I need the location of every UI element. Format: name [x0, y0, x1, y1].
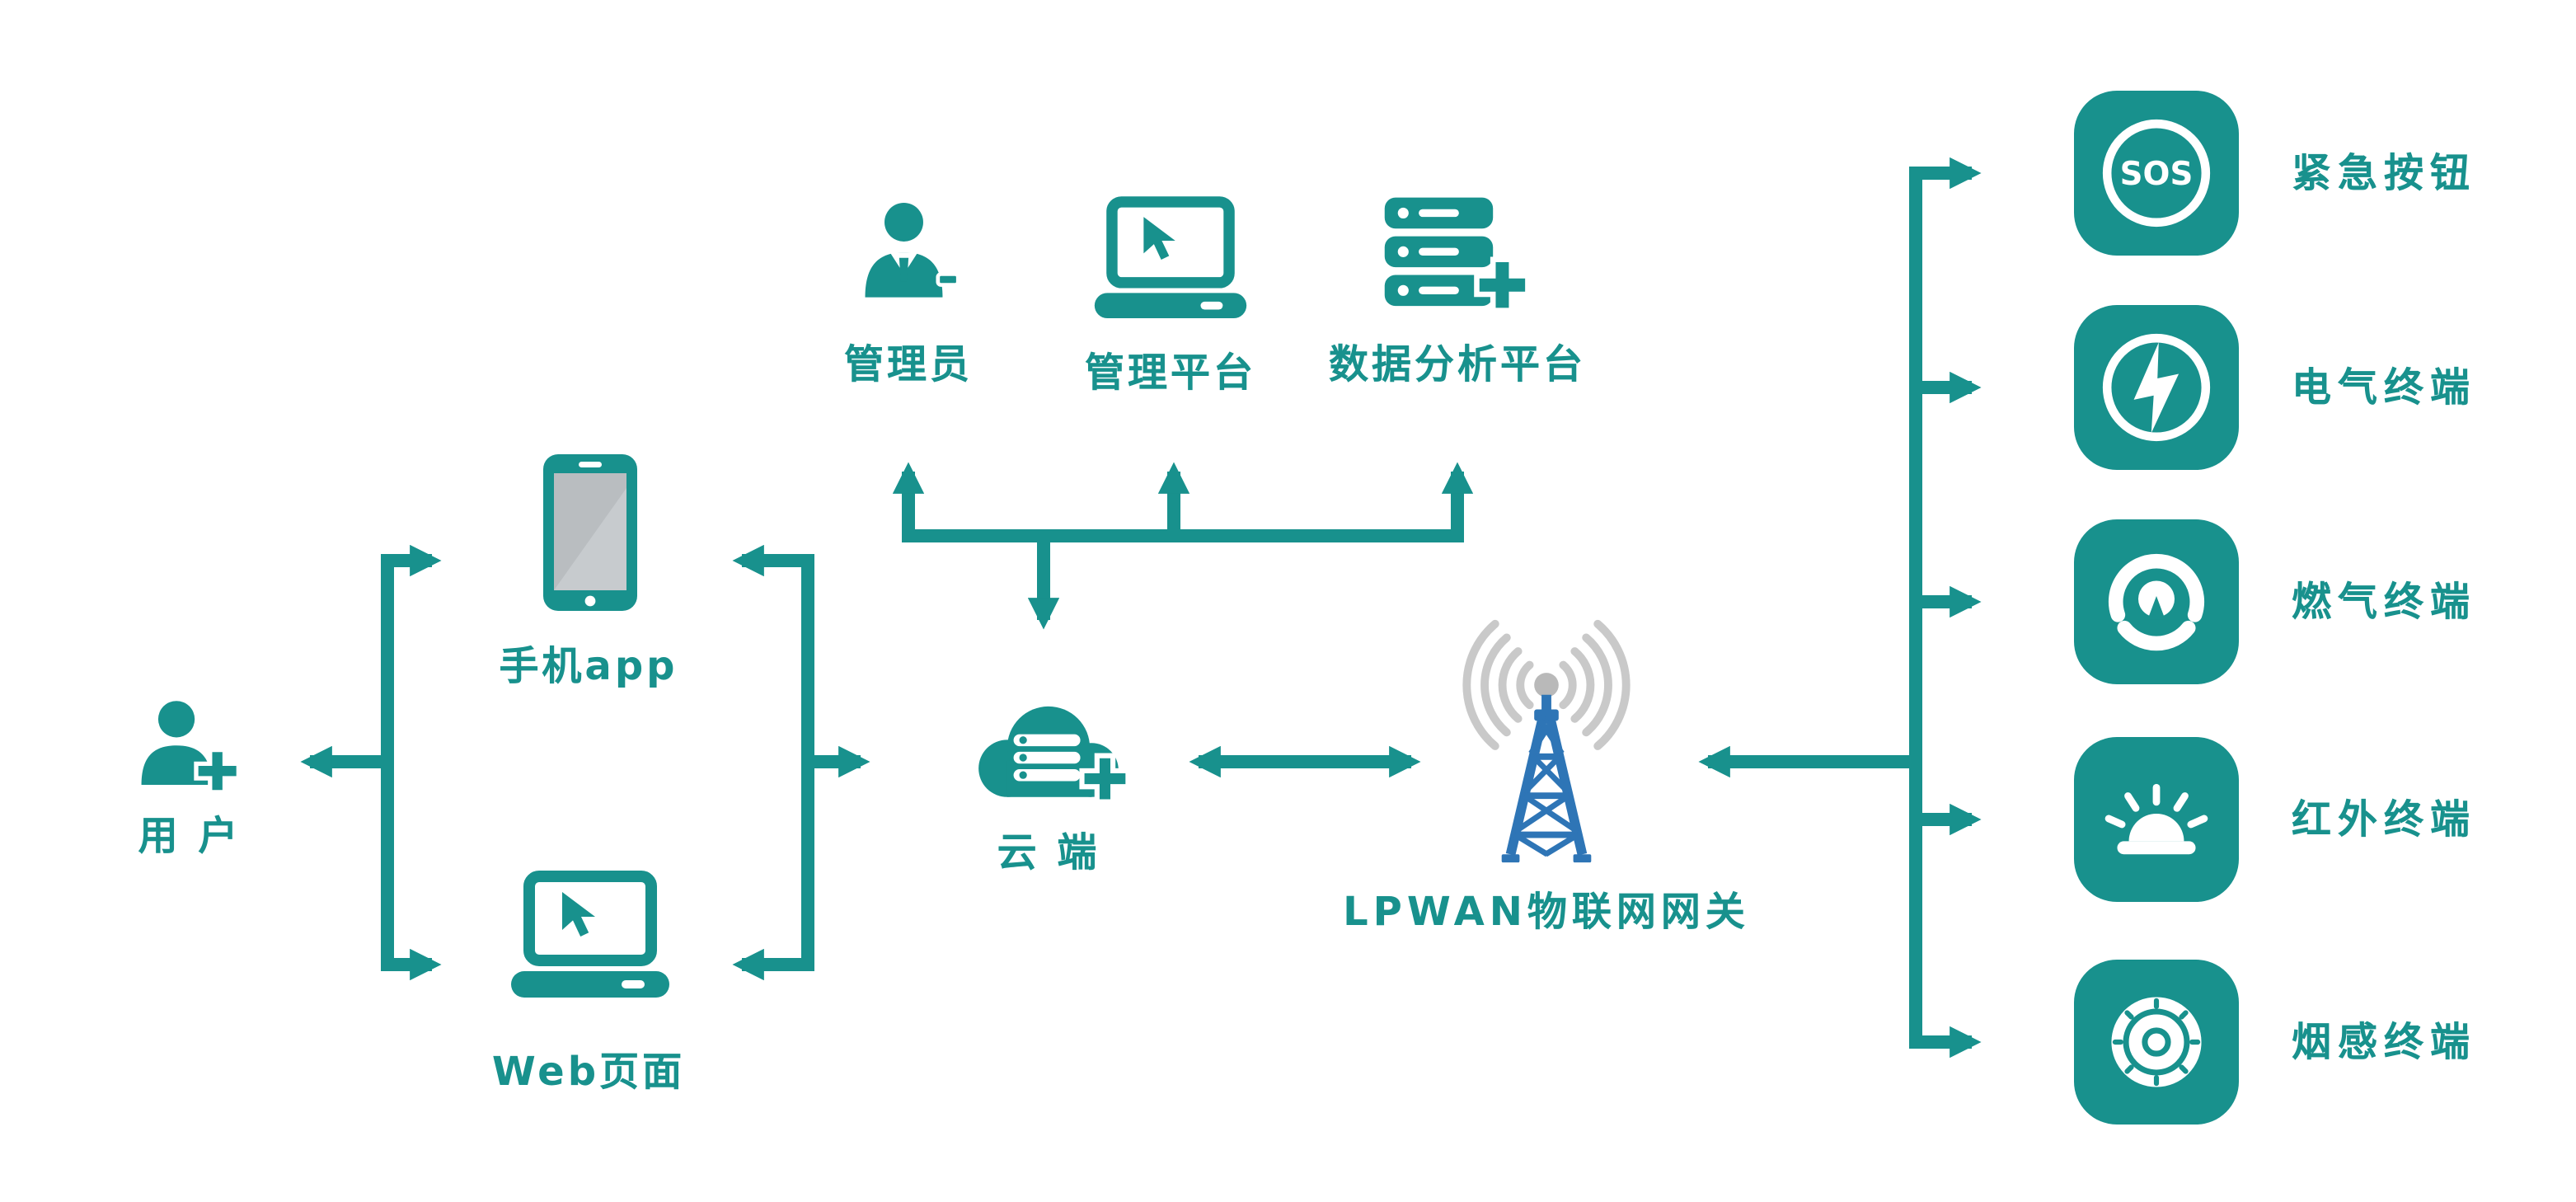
terminal-label-infrared: 红外终端: [2292, 796, 2476, 843]
smoke-detector-icon: [2111, 997, 2202, 1087]
terminal-tile-infrared: [2074, 737, 2239, 902]
smartphone-icon: [543, 454, 637, 611]
mobile-app-label: 手机app: [499, 643, 678, 689]
gateway-node: [1448, 613, 1645, 874]
terminal-tile-emergency: SOS: [2074, 91, 2239, 256]
terminal-tile-electrical: [2074, 305, 2239, 470]
web-page-label: Web页面: [491, 1049, 686, 1095]
admin-label: 管理员: [844, 341, 973, 387]
mobile-app-node: [541, 452, 640, 613]
terminal-label-gas: 燃气终端: [2292, 579, 2476, 625]
user-icon: [141, 701, 241, 795]
cloud-label: 云 端: [997, 829, 1100, 876]
terminal-label-smoke: 烟感终端: [2292, 1019, 2476, 1065]
user-node: [138, 697, 241, 796]
sos-button-icon: SOS: [2102, 119, 2211, 228]
infrared-terminal-icon: [2104, 783, 2208, 855]
terminal-tile-smoke: [2074, 960, 2239, 1125]
gateway-label: LPWAN物联网网关: [1343, 889, 1750, 935]
management-platform-icon: [1094, 196, 1247, 319]
sos-text: SOS: [2120, 156, 2194, 193]
analytics-platform-label: 数据分析平台: [1329, 341, 1586, 387]
cloud-server-icon: [978, 706, 1131, 805]
user-label: 用 户: [138, 813, 242, 859]
web-page-node: [508, 871, 673, 1002]
electrical-terminal-icon: [2102, 333, 2211, 442]
laptop-cursor-icon: [511, 871, 669, 998]
management-platform-label: 管理平台: [1085, 350, 1256, 396]
terminal-tile-gas: [2074, 519, 2239, 684]
cloud-node: [960, 681, 1138, 815]
gas-terminal-icon: [2108, 553, 2205, 651]
terminal-label-electrical: 电气终端: [2292, 364, 2476, 411]
terminal-label-emergency: 紧急按钮: [2292, 150, 2476, 196]
database-plus-icon: [1384, 197, 1531, 313]
admin-person-icon: [865, 203, 960, 298]
analytics-platform-node: [1382, 193, 1533, 320]
admin-node: [859, 201, 961, 307]
management-platform-node: [1091, 196, 1250, 323]
radio-tower-icon: [1462, 619, 1631, 863]
